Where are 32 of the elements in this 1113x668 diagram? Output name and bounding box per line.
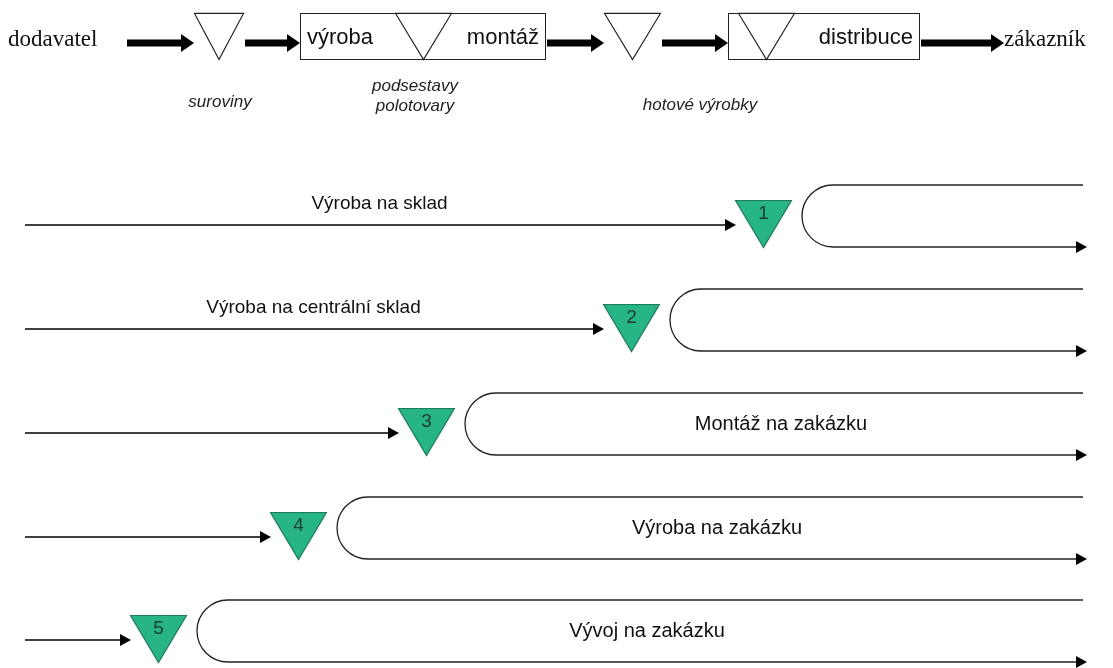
loop-arrow (196, 599, 1087, 668)
arrow (24, 634, 131, 646)
process-box (300, 13, 546, 60)
triangle-number: 5 (152, 617, 165, 639)
edge-label: Montáž na zakázku (694, 412, 868, 435)
arrow (662, 34, 728, 52)
loop-arrow (464, 392, 1087, 461)
node-label: zákazník (1004, 26, 1086, 52)
loop-arrow (336, 496, 1087, 565)
triangle-number: 3 (420, 410, 433, 432)
node-caption: podsestavy polotovary (370, 76, 460, 116)
box-label: výroba (307, 23, 374, 50)
triangle-number: 1 (757, 202, 770, 224)
arrow (24, 531, 271, 543)
process-box (728, 13, 920, 60)
box-label: montáž (466, 23, 539, 50)
arrow (24, 323, 604, 335)
node-caption: hotové výrobky (641, 95, 759, 115)
loop-arrow (801, 184, 1087, 253)
node-label: dodavatel (8, 26, 98, 52)
triangle-number: 4 (292, 514, 305, 536)
arrow (24, 219, 736, 231)
arrow (24, 427, 399, 439)
arrow (245, 34, 300, 52)
node-caption: suroviny (187, 92, 254, 112)
arrow (547, 34, 604, 52)
loop-arrow (669, 288, 1087, 357)
edge-label: Vývoj na zakázku (569, 619, 725, 642)
box-label: distribuce (818, 23, 913, 50)
arrow (921, 34, 1004, 52)
triangle-number: 2 (625, 306, 638, 328)
edge-label: Výroba na zakázku (631, 516, 803, 539)
